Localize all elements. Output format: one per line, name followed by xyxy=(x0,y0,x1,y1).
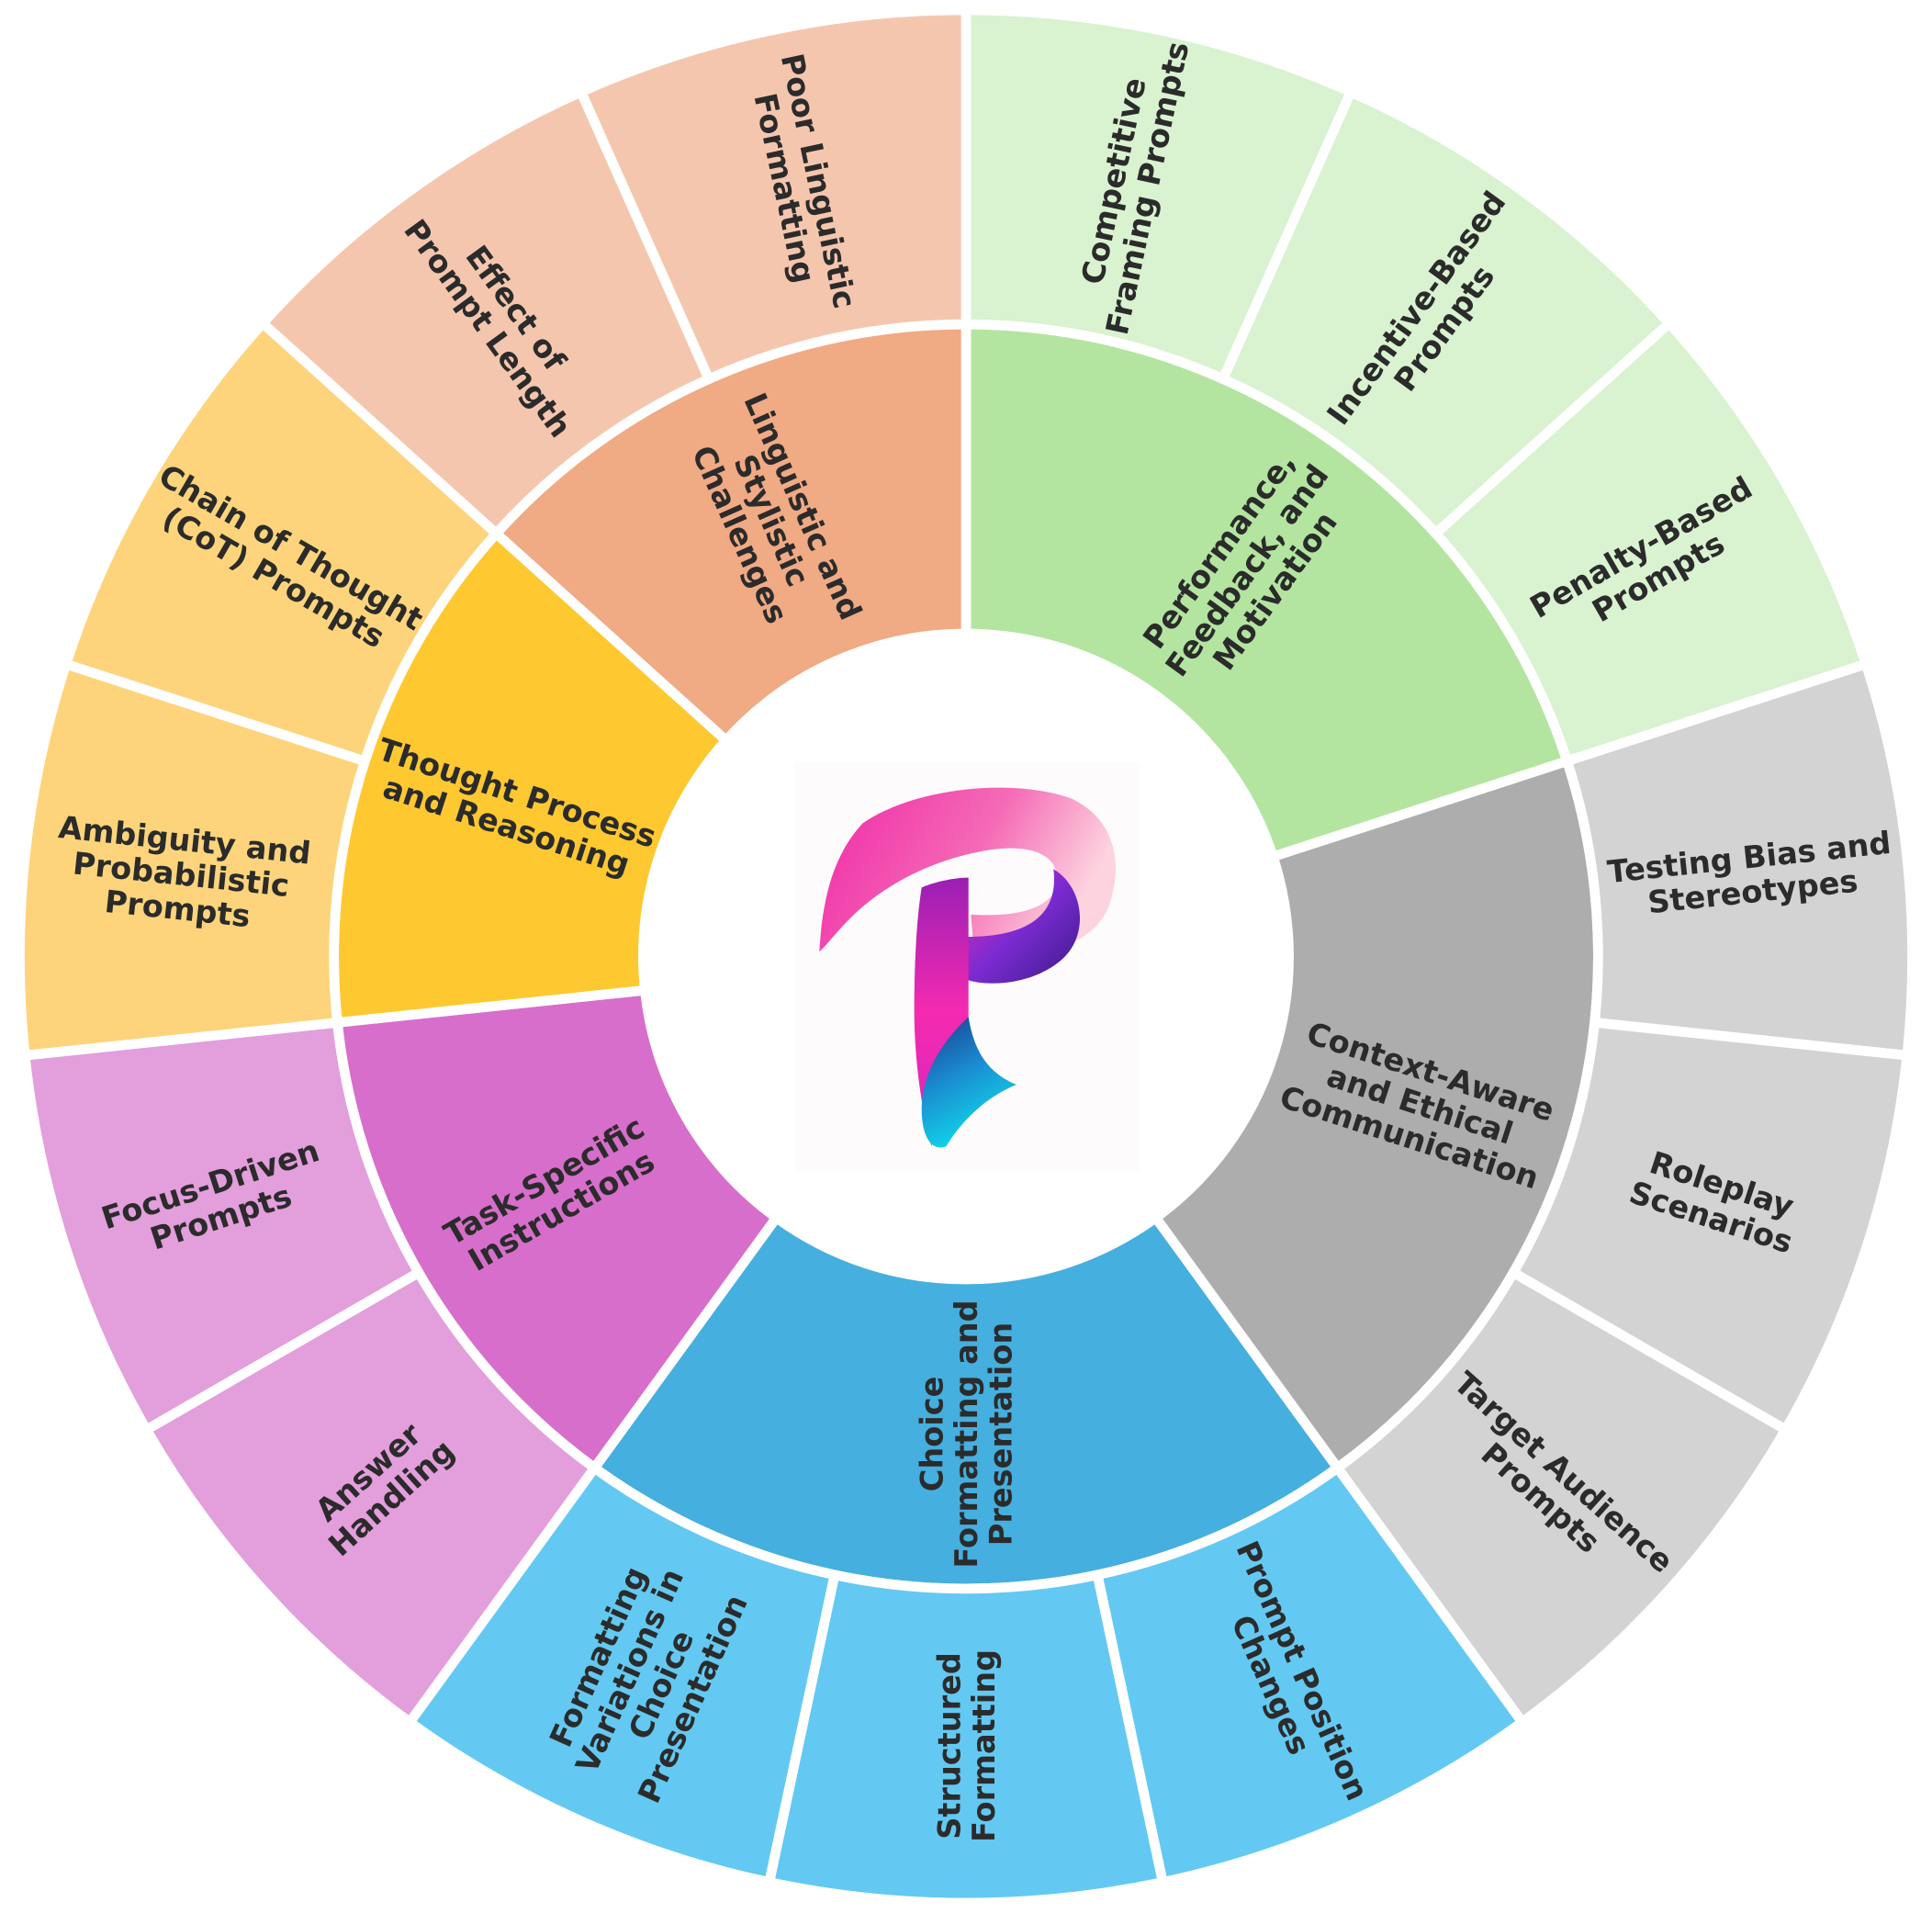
label-line: Presentation xyxy=(983,1322,1019,1547)
subcategory-label-structured-formatting: StructuredFormatting xyxy=(931,1649,1002,1842)
logo-p-bowl xyxy=(967,869,1081,984)
subcategory-wedge-poor-linguistic-formatting[interactable] xyxy=(574,5,972,386)
logo-p-tail xyxy=(921,1017,1017,1148)
logo xyxy=(794,761,1140,1171)
logo-p-top-stroke xyxy=(819,787,1116,952)
label-line: Formatting xyxy=(966,1649,1002,1842)
label-line: Formatting and xyxy=(949,1300,984,1568)
label-line: Structured xyxy=(931,1652,967,1840)
category-label-choice-formatting-and-presentation: ChoiceFormatting andPresentation xyxy=(915,1300,1019,1568)
label-line: Choice xyxy=(915,1377,950,1492)
